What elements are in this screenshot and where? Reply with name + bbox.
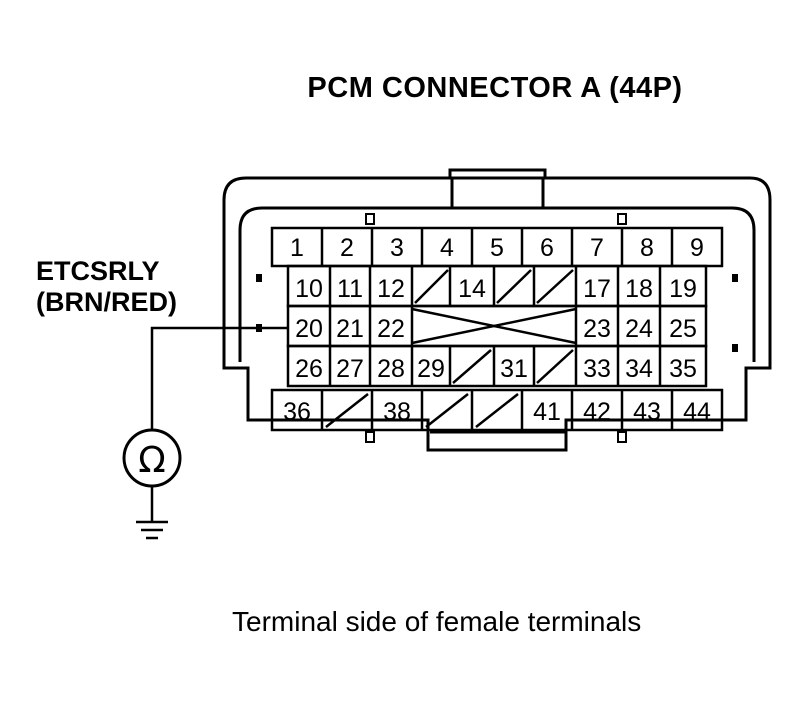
pin-19: 19 bbox=[669, 275, 697, 303]
pin-27: 27 bbox=[336, 355, 364, 383]
pin-43: 43 bbox=[633, 398, 661, 426]
pin-10: 10 bbox=[295, 275, 323, 303]
pin-23: 23 bbox=[583, 315, 611, 343]
pin-11: 11 bbox=[337, 275, 363, 303]
wire-color: (BRN/RED) bbox=[36, 287, 177, 317]
diagram-title: PCM CONNECTOR A (44P) bbox=[307, 72, 683, 104]
pin-29: 29 bbox=[417, 355, 445, 383]
pin-12: 12 bbox=[377, 275, 405, 303]
pin-20: 20 bbox=[295, 315, 323, 343]
ground-icon bbox=[136, 486, 168, 540]
pin-24: 24 bbox=[625, 315, 653, 343]
pin-44: 44 bbox=[683, 398, 711, 426]
pin-4: 4 bbox=[440, 234, 454, 262]
pin-7: 7 bbox=[590, 234, 604, 262]
pin-26: 26 bbox=[295, 355, 323, 383]
pin-42: 42 bbox=[583, 398, 611, 426]
pin-28: 28 bbox=[377, 355, 405, 383]
pin-18: 18 bbox=[625, 275, 653, 303]
pin-2: 2 bbox=[340, 234, 354, 262]
pin-41: 41 bbox=[533, 398, 561, 426]
signal-label: ETCSRLY (BRN/RED) bbox=[36, 256, 177, 318]
signal-name: ETCSRLY bbox=[36, 256, 160, 286]
pin-17: 17 bbox=[583, 275, 611, 303]
probe-wire bbox=[150, 326, 288, 430]
pin-38: 38 bbox=[383, 398, 411, 426]
pin-31: 31 bbox=[500, 355, 528, 383]
connector-housing bbox=[222, 168, 772, 452]
pin-35: 35 bbox=[669, 355, 697, 383]
diagram-caption: Terminal side of female terminals bbox=[232, 606, 642, 637]
ohm-icon: Ω bbox=[138, 440, 166, 481]
pin-33: 33 bbox=[583, 355, 611, 383]
pin-34: 34 bbox=[625, 355, 653, 383]
pin-5: 5 bbox=[490, 234, 504, 262]
locking-tab bbox=[450, 176, 545, 210]
pin-3: 3 bbox=[390, 234, 404, 262]
pin-22: 22 bbox=[377, 315, 405, 343]
pin-8: 8 bbox=[640, 234, 654, 262]
pin-14: 14 bbox=[458, 275, 486, 303]
pin-21: 21 bbox=[336, 315, 364, 343]
pin-9: 9 bbox=[690, 234, 704, 262]
pin-36: 36 bbox=[283, 398, 311, 426]
pin-1: 1 bbox=[290, 234, 304, 262]
unused-cavities bbox=[325, 269, 577, 428]
pin-25: 25 bbox=[669, 315, 697, 343]
pin-6: 6 bbox=[540, 234, 554, 262]
